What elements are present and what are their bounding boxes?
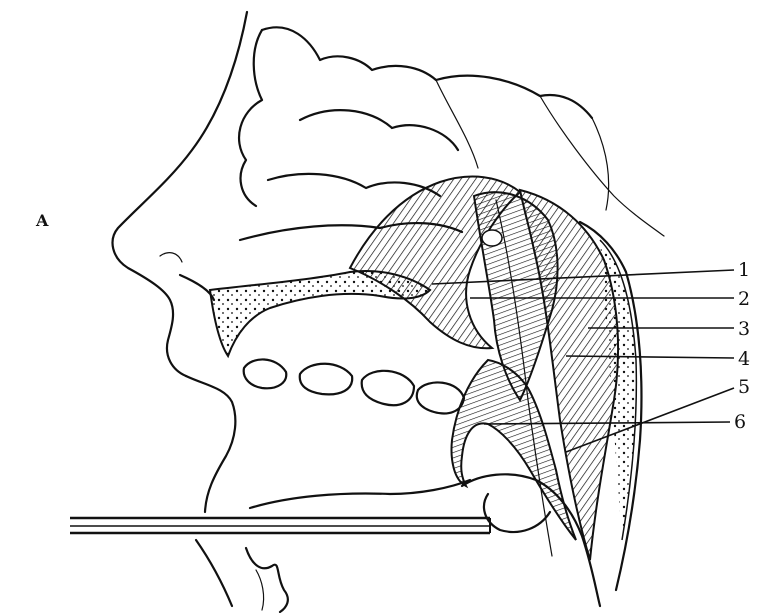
- label-6: 6: [734, 411, 746, 433]
- instrument-tube: [70, 518, 490, 533]
- label-3: 3: [738, 318, 750, 340]
- panel-label: A: [35, 211, 49, 230]
- label-4: 4: [738, 348, 750, 370]
- neck: [196, 540, 288, 612]
- label-5: 5: [738, 376, 750, 398]
- number-labels: 1 2 3 4 5 6: [734, 259, 750, 433]
- face-profile: [113, 12, 247, 512]
- label-2: 2: [738, 288, 750, 310]
- upper-teeth: [244, 359, 464, 413]
- label-1: 1: [738, 259, 750, 281]
- tongue-pharynx: [250, 360, 600, 606]
